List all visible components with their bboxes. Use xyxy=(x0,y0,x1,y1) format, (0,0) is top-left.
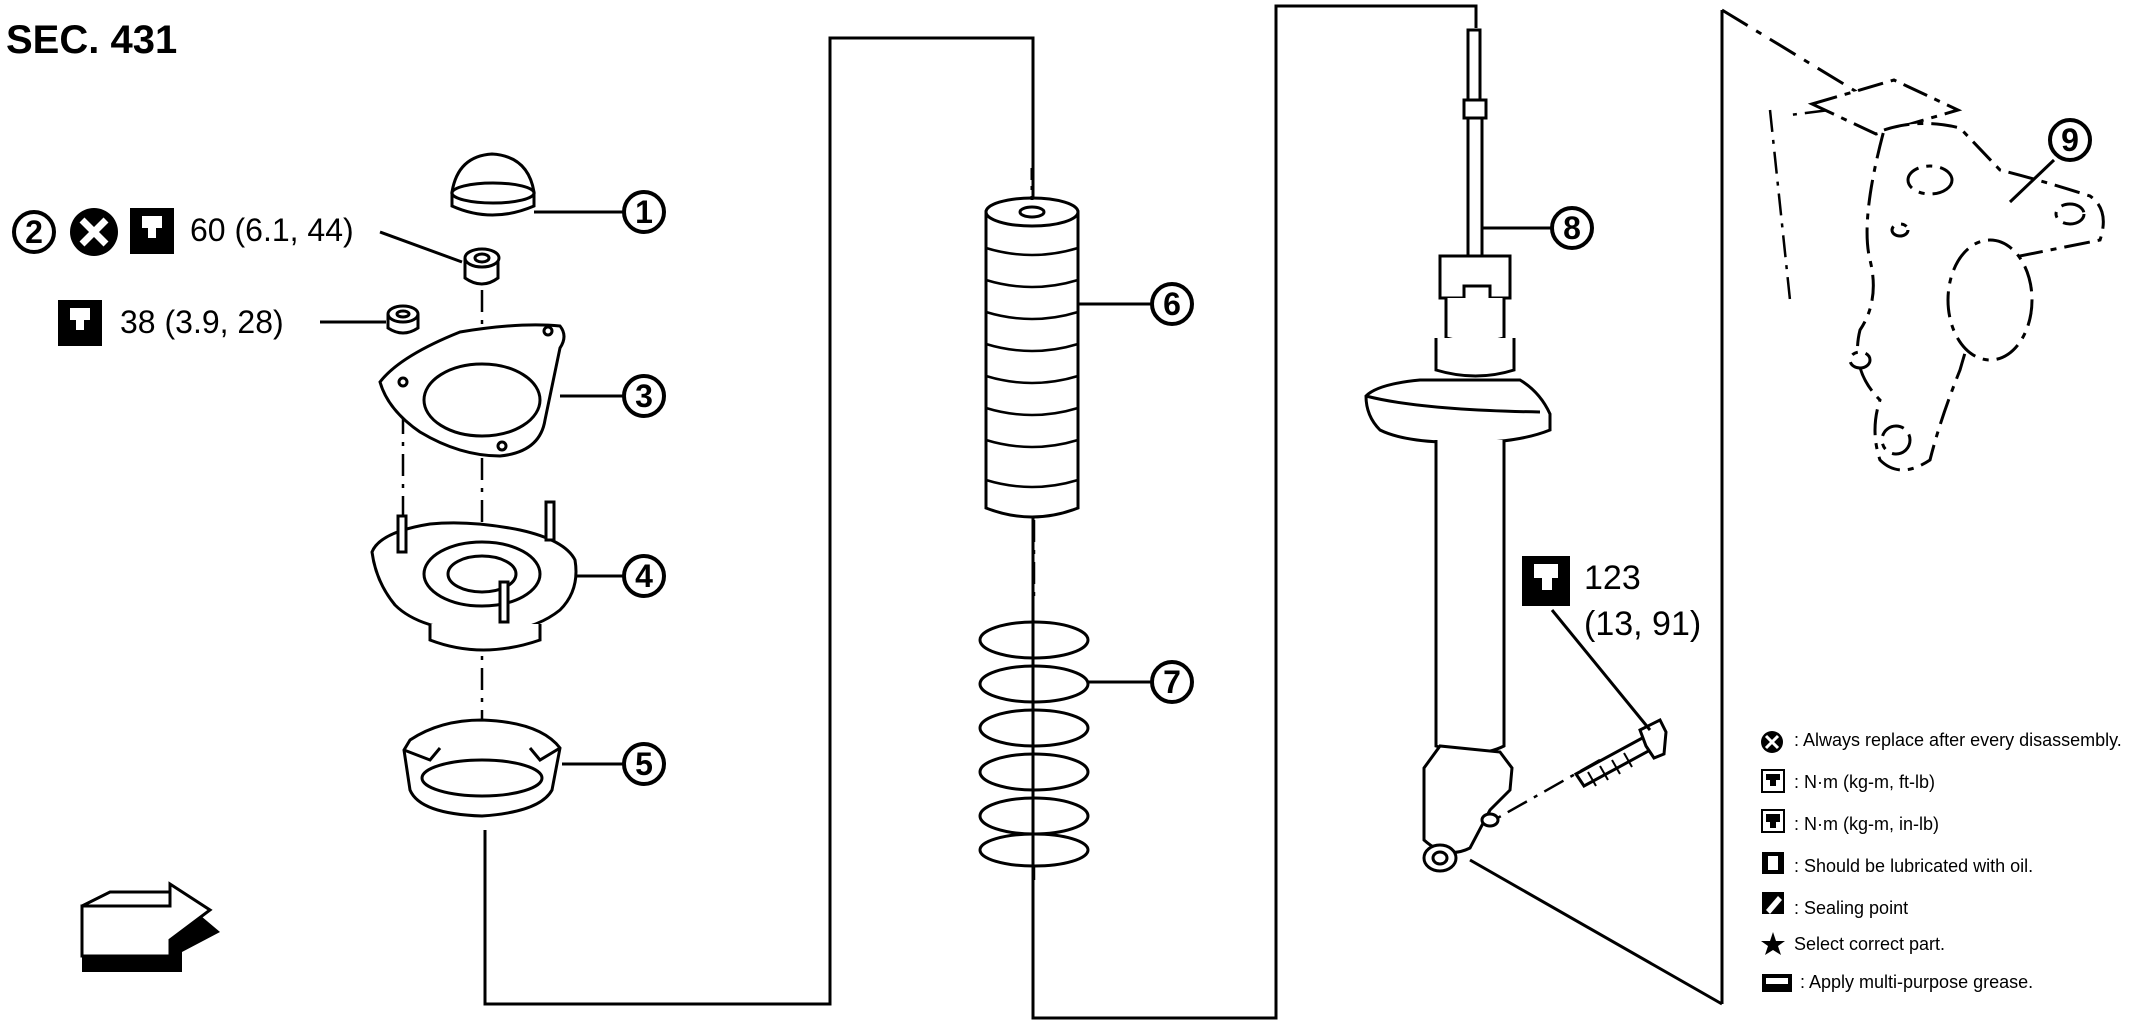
part-6-boot xyxy=(984,168,1154,519)
strut-bolt xyxy=(1550,609,1668,788)
callout-7: 7 xyxy=(1163,664,1181,700)
legend-icons xyxy=(1761,731,1792,992)
legend-item-grease: : Apply multi-purpose grease. xyxy=(1800,972,2034,992)
part-2-nut xyxy=(379,230,501,286)
front-arrow-icon xyxy=(80,881,220,972)
part-1-cap xyxy=(450,152,628,217)
legend-item-select-part: Select correct part. xyxy=(1794,934,1946,954)
callout-4: 4 xyxy=(635,558,653,594)
part-7-spring xyxy=(978,620,1154,868)
legend-item-torque-inlb: : N·m (kg-m, in-lb) xyxy=(1794,814,1939,834)
part-3-plate xyxy=(378,323,628,458)
part-4-mount xyxy=(370,500,628,652)
torque-icons xyxy=(58,208,1570,606)
torque-spec-nut-3: 38 (3.9, 28) xyxy=(120,304,284,340)
connector-lines xyxy=(483,4,1871,1020)
part-5-seat xyxy=(402,718,628,818)
part-8-strut xyxy=(1364,28,1554,873)
callout-6: 6 xyxy=(1163,286,1181,322)
torque-spec-nut-2: 60 (6.1, 44) xyxy=(190,212,354,248)
legend-item-oil: : Should be lubricated with oil. xyxy=(1794,856,2034,876)
callout-1: 1 xyxy=(635,194,653,230)
section-label: SEC. 431 xyxy=(6,18,178,62)
part-9-knuckle xyxy=(1807,78,2105,472)
callout-8: 8 xyxy=(1563,210,1581,246)
legend-item-torque-ftlb: : N·m (kg-m, ft-lb) xyxy=(1794,772,1935,792)
callout-circles xyxy=(12,118,2092,786)
callout-5: 5 xyxy=(635,746,653,782)
torque-spec-bolt-line1: 123 xyxy=(1584,559,1641,597)
legend-item-replace: : Always replace after every disassembly… xyxy=(1794,730,2122,750)
torque-spec-bolt-line2: (13, 91) xyxy=(1584,605,1702,643)
callout-3: 3 xyxy=(635,378,653,414)
legend-item-sealing: : Sealing point xyxy=(1794,898,1909,918)
part-9-leader xyxy=(2008,158,2056,204)
callout-9: 9 xyxy=(2061,122,2079,158)
part-3-nut xyxy=(320,304,420,335)
callout-2: 2 xyxy=(25,214,43,250)
